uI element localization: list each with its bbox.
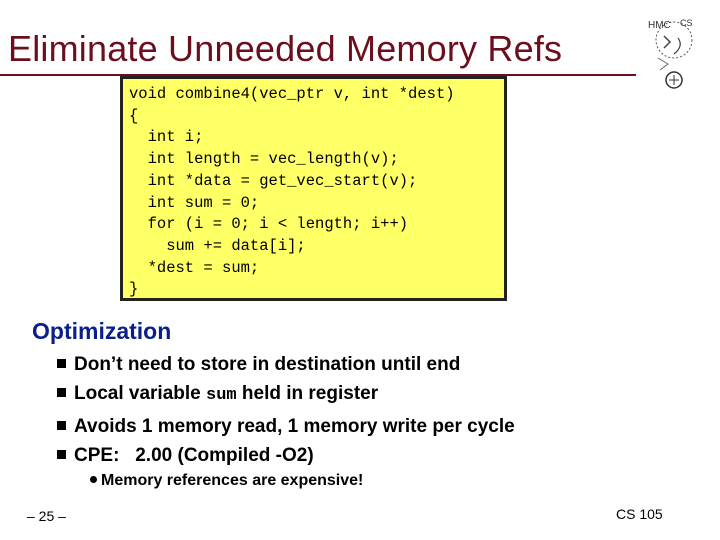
hmc-cs-logo-icon: HMC CS <box>648 18 693 89</box>
slide-title: Eliminate Unneeded Memory Refs <box>8 28 563 69</box>
code-line: { <box>129 106 139 125</box>
code-line: for (i = 0; i < length; i++) <box>129 215 409 234</box>
code-box: void combine4(vec_ptr v, int *dest) { in… <box>120 76 507 301</box>
bullet-item: CPE: 2.00 (Compiled -O2) <box>57 445 314 467</box>
square-bullet-icon <box>57 450 66 459</box>
code-line: int sum = 0; <box>129 193 260 212</box>
title-rule <box>0 74 636 76</box>
code-line: int i; <box>129 128 204 147</box>
code-line: *dest = sum; <box>129 258 260 277</box>
code-line: int length = vec_length(v); <box>129 150 399 169</box>
section-heading: Optimization <box>32 318 172 344</box>
inline-code: sum <box>206 386 237 405</box>
square-bullet-icon <box>57 359 66 368</box>
round-bullet-icon <box>90 476 97 483</box>
logo-text-hmc: HMC <box>648 20 671 31</box>
code-line: sum += data[i]; <box>129 236 306 255</box>
code-line: int *data = get_vec_start(v); <box>129 171 418 190</box>
bullet-item: Local variable sum held in register <box>57 383 378 405</box>
course-label: CS 105 <box>616 506 663 522</box>
page-number: – 25 – <box>27 508 66 524</box>
square-bullet-icon <box>57 421 66 430</box>
square-bullet-icon <box>57 388 66 397</box>
code-line: } <box>129 280 139 299</box>
bullet-item: Don’t need to store in destination until… <box>57 354 460 376</box>
logo-text-cs: CS <box>680 18 693 28</box>
sub-bullet: Memory references are expensive! <box>90 472 363 490</box>
code-listing: void combine4(vec_ptr v, int *dest) { in… <box>129 84 504 301</box>
bullet-item: Avoids 1 memory read, 1 memory write per… <box>57 416 515 438</box>
code-line: void combine4(vec_ptr v, int *dest) <box>129 85 455 103</box>
